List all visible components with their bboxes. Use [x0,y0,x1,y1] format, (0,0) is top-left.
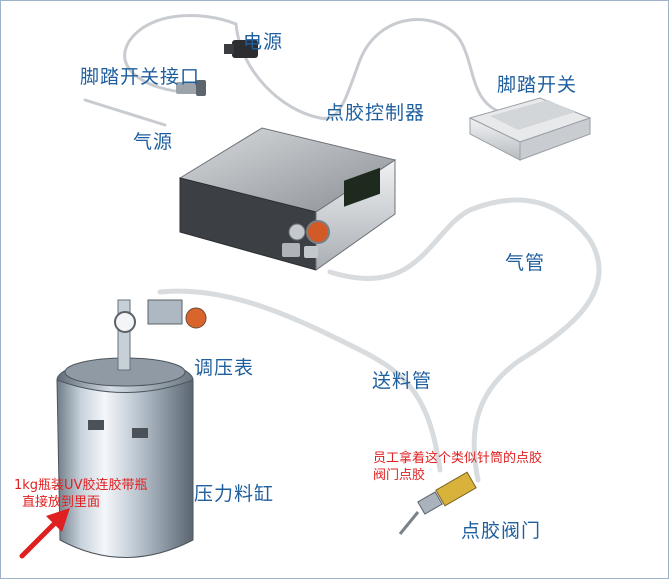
note-worker-line2: 阀门点胶 [373,468,426,483]
red-arrow-icon [19,508,70,559]
tubing [83,14,602,483]
label-dispense-valve: 点胶阀门 [461,520,542,542]
note-bottle-line2: 直接放到里面 [22,495,101,510]
label-controller: 点胶控制器 [325,102,426,124]
dispense-valve-icon [398,471,477,535]
label-air-source: 气源 [133,131,174,153]
label-foot-switch-port: 脚踏开关接口 [80,66,201,88]
note-bottle: 1kg瓶装UV胶连胶带瓶 直接放到里面 [14,477,147,511]
controller-box [178,127,397,271]
pressure-tank [56,299,207,558]
label-air-hose: 气管 [505,252,546,274]
note-worker: 员工拿着这个类似针筒的点胶 阀门点胶 [373,450,542,484]
foot-switch-icon [468,97,592,161]
foot-switch-port-connector-icon [176,80,206,96]
label-feed-tube: 送料管 [372,370,433,392]
label-power: 电源 [243,31,284,53]
power-plug-icon [224,40,258,58]
note-bottle-line1: 1kg瓶装UV胶连胶带瓶 [14,478,148,493]
label-pressure-tank: 压力料缸 [194,483,275,505]
label-foot-switch: 脚踏开关 [497,74,578,96]
label-pressure-gauge: 调压表 [194,357,255,379]
note-worker-line1: 员工拿着这个类似针筒的点胶 [373,451,543,466]
